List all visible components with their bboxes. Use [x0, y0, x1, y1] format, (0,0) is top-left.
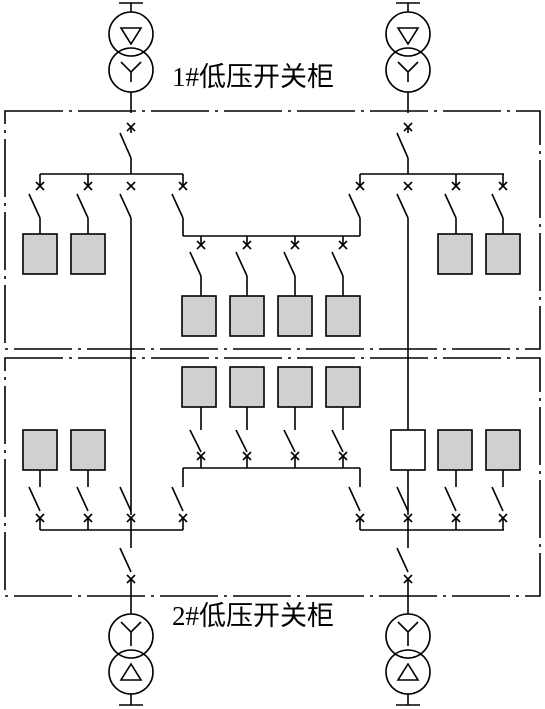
- transformer-2-right: [385, 613, 431, 706]
- transformer-1-right: [385, 2, 431, 113]
- load-2-sub-d: [325, 366, 361, 408]
- load-1-left-b: [70, 233, 106, 275]
- load-1-sub-b: [229, 295, 265, 337]
- feeder-1-left-tie: [119, 181, 136, 515]
- load-2-right-b: [485, 429, 521, 471]
- feeder-2-left-tie: [119, 486, 136, 530]
- load-2-left-b: [70, 429, 106, 471]
- load-1-left-a: [22, 233, 58, 275]
- load-1-right-a: [437, 233, 473, 275]
- feeder-1-right-sub: [348, 174, 365, 236]
- load-2-sub-c: [277, 366, 313, 408]
- cabinet-1-title: 1#低压开关柜: [172, 62, 334, 92]
- feeder-2-right-sub: [348, 468, 365, 530]
- feeder-1-left-sub: [171, 174, 188, 236]
- feeder-2-right-b: [491, 470, 508, 530]
- load-1-sub-c: [277, 295, 313, 337]
- cabinet-1-frame: [4, 110, 541, 350]
- main-breaker-1-left: [119, 122, 136, 174]
- load-2-right-a: [437, 429, 473, 471]
- feeder-1-left-a: [28, 174, 45, 234]
- main-breaker-2-right: [396, 530, 413, 614]
- load-1-sub-a: [181, 295, 217, 337]
- load-2-sub-b: [229, 366, 265, 408]
- sub-feeders-1: [189, 236, 348, 296]
- feeder-2-right-tie: [396, 486, 413, 530]
- load-2-left-a: [22, 429, 58, 471]
- feeder-2-left-a: [28, 470, 45, 530]
- main-breaker-1-right: [396, 122, 413, 174]
- load-1-sub-d: [325, 295, 361, 337]
- load-1-right-b: [485, 233, 521, 275]
- feeder-1-right-a: [444, 174, 461, 234]
- transformer-1-left: [108, 2, 154, 113]
- main-breaker-2-left: [119, 530, 136, 614]
- feeder-1-right-b: [491, 174, 508, 234]
- feeder-2-left-sub: [171, 468, 188, 530]
- load-2-sub-a: [181, 366, 217, 408]
- transformer-2-left: [108, 613, 154, 706]
- feeder-1-left-b: [76, 174, 93, 234]
- load-2-spare: [390, 429, 426, 471]
- feeder-2-right-a: [444, 470, 461, 530]
- cabinet-2-title: 2#低压开关柜: [172, 601, 334, 631]
- sub-feeders-2: [189, 407, 348, 468]
- cabinet-2-frame: [4, 357, 541, 597]
- feeder-2-left-b: [76, 470, 93, 530]
